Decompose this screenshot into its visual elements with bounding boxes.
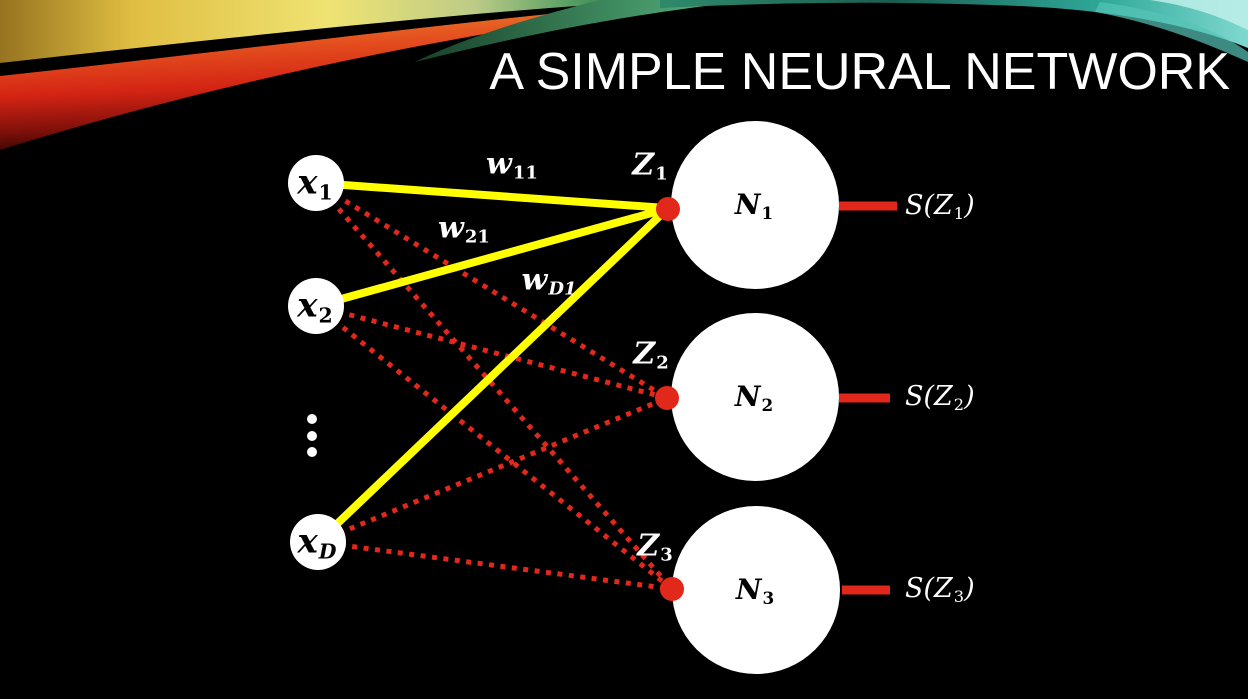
input-label-x2: x2 <box>297 288 332 325</box>
sub-text: 1 <box>655 163 668 185</box>
base-text: x <box>297 285 318 326</box>
input-node-x1 <box>288 155 344 211</box>
base-text: w <box>521 262 548 298</box>
base-text: Z <box>632 147 655 183</box>
swoosh-green-streak <box>415 0 755 62</box>
sub-text: 3 <box>660 544 673 566</box>
swoosh-red-band <box>0 0 705 150</box>
weight-label-w21: w21 <box>438 213 490 246</box>
junction-label-z3: Z3 <box>637 531 672 564</box>
post-text: ) <box>964 381 975 413</box>
link-x1-z3 <box>314 181 674 591</box>
base-text: x <box>297 521 318 562</box>
junction-dot-z3 <box>660 577 684 601</box>
neuron-label-n1: N1 <box>734 187 774 223</box>
strong-connections <box>312 179 670 546</box>
sub-text: D <box>318 539 337 564</box>
sub-text: 21 <box>464 226 490 248</box>
swoosh-yellow-band <box>0 0 660 63</box>
sub-text: 11 <box>512 162 538 184</box>
base-text: Z <box>637 528 660 564</box>
link-x1-z1 <box>312 179 670 212</box>
sub-text: 2 <box>318 303 333 328</box>
post-text: ) <box>964 573 975 605</box>
weak-connections <box>314 180 674 592</box>
post-text: ) <box>964 190 975 222</box>
link-xd-z2 <box>317 395 668 545</box>
sub-text: 1 <box>318 180 333 205</box>
base-text: w <box>486 146 512 182</box>
base-text: x <box>297 162 318 203</box>
input-node-xd <box>290 514 346 570</box>
junction-dot-z2 <box>655 386 679 410</box>
output-label-sz1: S(Z1) <box>905 192 975 222</box>
link-x2-z3 <box>314 304 674 591</box>
input-node-x2 <box>288 278 344 334</box>
weight-label-wd1: wD1 <box>522 265 577 298</box>
base-text: N <box>734 379 761 413</box>
base-text: N <box>735 572 762 606</box>
decorative-swoosh <box>0 0 1248 150</box>
base-text: Z <box>633 336 656 372</box>
link-xd-z1 <box>314 206 670 546</box>
sub-text: 2 <box>761 394 774 415</box>
link-xd-z3 <box>317 539 673 592</box>
sub-text: 3 <box>762 587 775 608</box>
neuron-label-n2: N2 <box>734 379 774 415</box>
pre-text: S(Z <box>905 573 953 605</box>
sub-text: 2 <box>953 394 965 414</box>
pre-text: S(Z <box>905 190 953 222</box>
sub-text: 1 <box>761 202 774 223</box>
neuron-label-n3: N3 <box>735 572 775 608</box>
link-x2-z1 <box>312 205 670 310</box>
output-label-sz2: S(Z2) <box>905 383 975 413</box>
link-x2-z2 <box>315 303 668 401</box>
base-text: w <box>438 210 464 246</box>
input-label-xd: xD <box>298 524 337 561</box>
swoosh-cyan-highlight <box>1150 0 1248 30</box>
base-text: N <box>734 187 761 221</box>
neuron-n3 <box>672 506 840 674</box>
pre-text: S(Z <box>905 381 953 413</box>
ellipsis-dots-icon <box>307 414 317 457</box>
swoosh-cyan-secondary <box>1095 2 1248 62</box>
sub-text: 1 <box>953 203 965 223</box>
output-label-sz3: S(Z3) <box>905 575 975 605</box>
slide-title: A SIMPLE NEURAL NETWORK <box>489 43 1230 101</box>
input-label-x1: x1 <box>297 165 332 202</box>
weight-label-w11: w11 <box>486 149 538 182</box>
sub-text: 2 <box>656 352 669 374</box>
junction-label-z2: Z2 <box>633 339 668 372</box>
junction-label-z1: Z1 <box>632 150 667 183</box>
sub-text: 3 <box>953 586 965 606</box>
junction-dot-z1 <box>656 197 680 221</box>
sub-text: D1 <box>548 278 577 300</box>
neuron-n2 <box>671 313 839 481</box>
neuron-n1 <box>671 121 839 289</box>
